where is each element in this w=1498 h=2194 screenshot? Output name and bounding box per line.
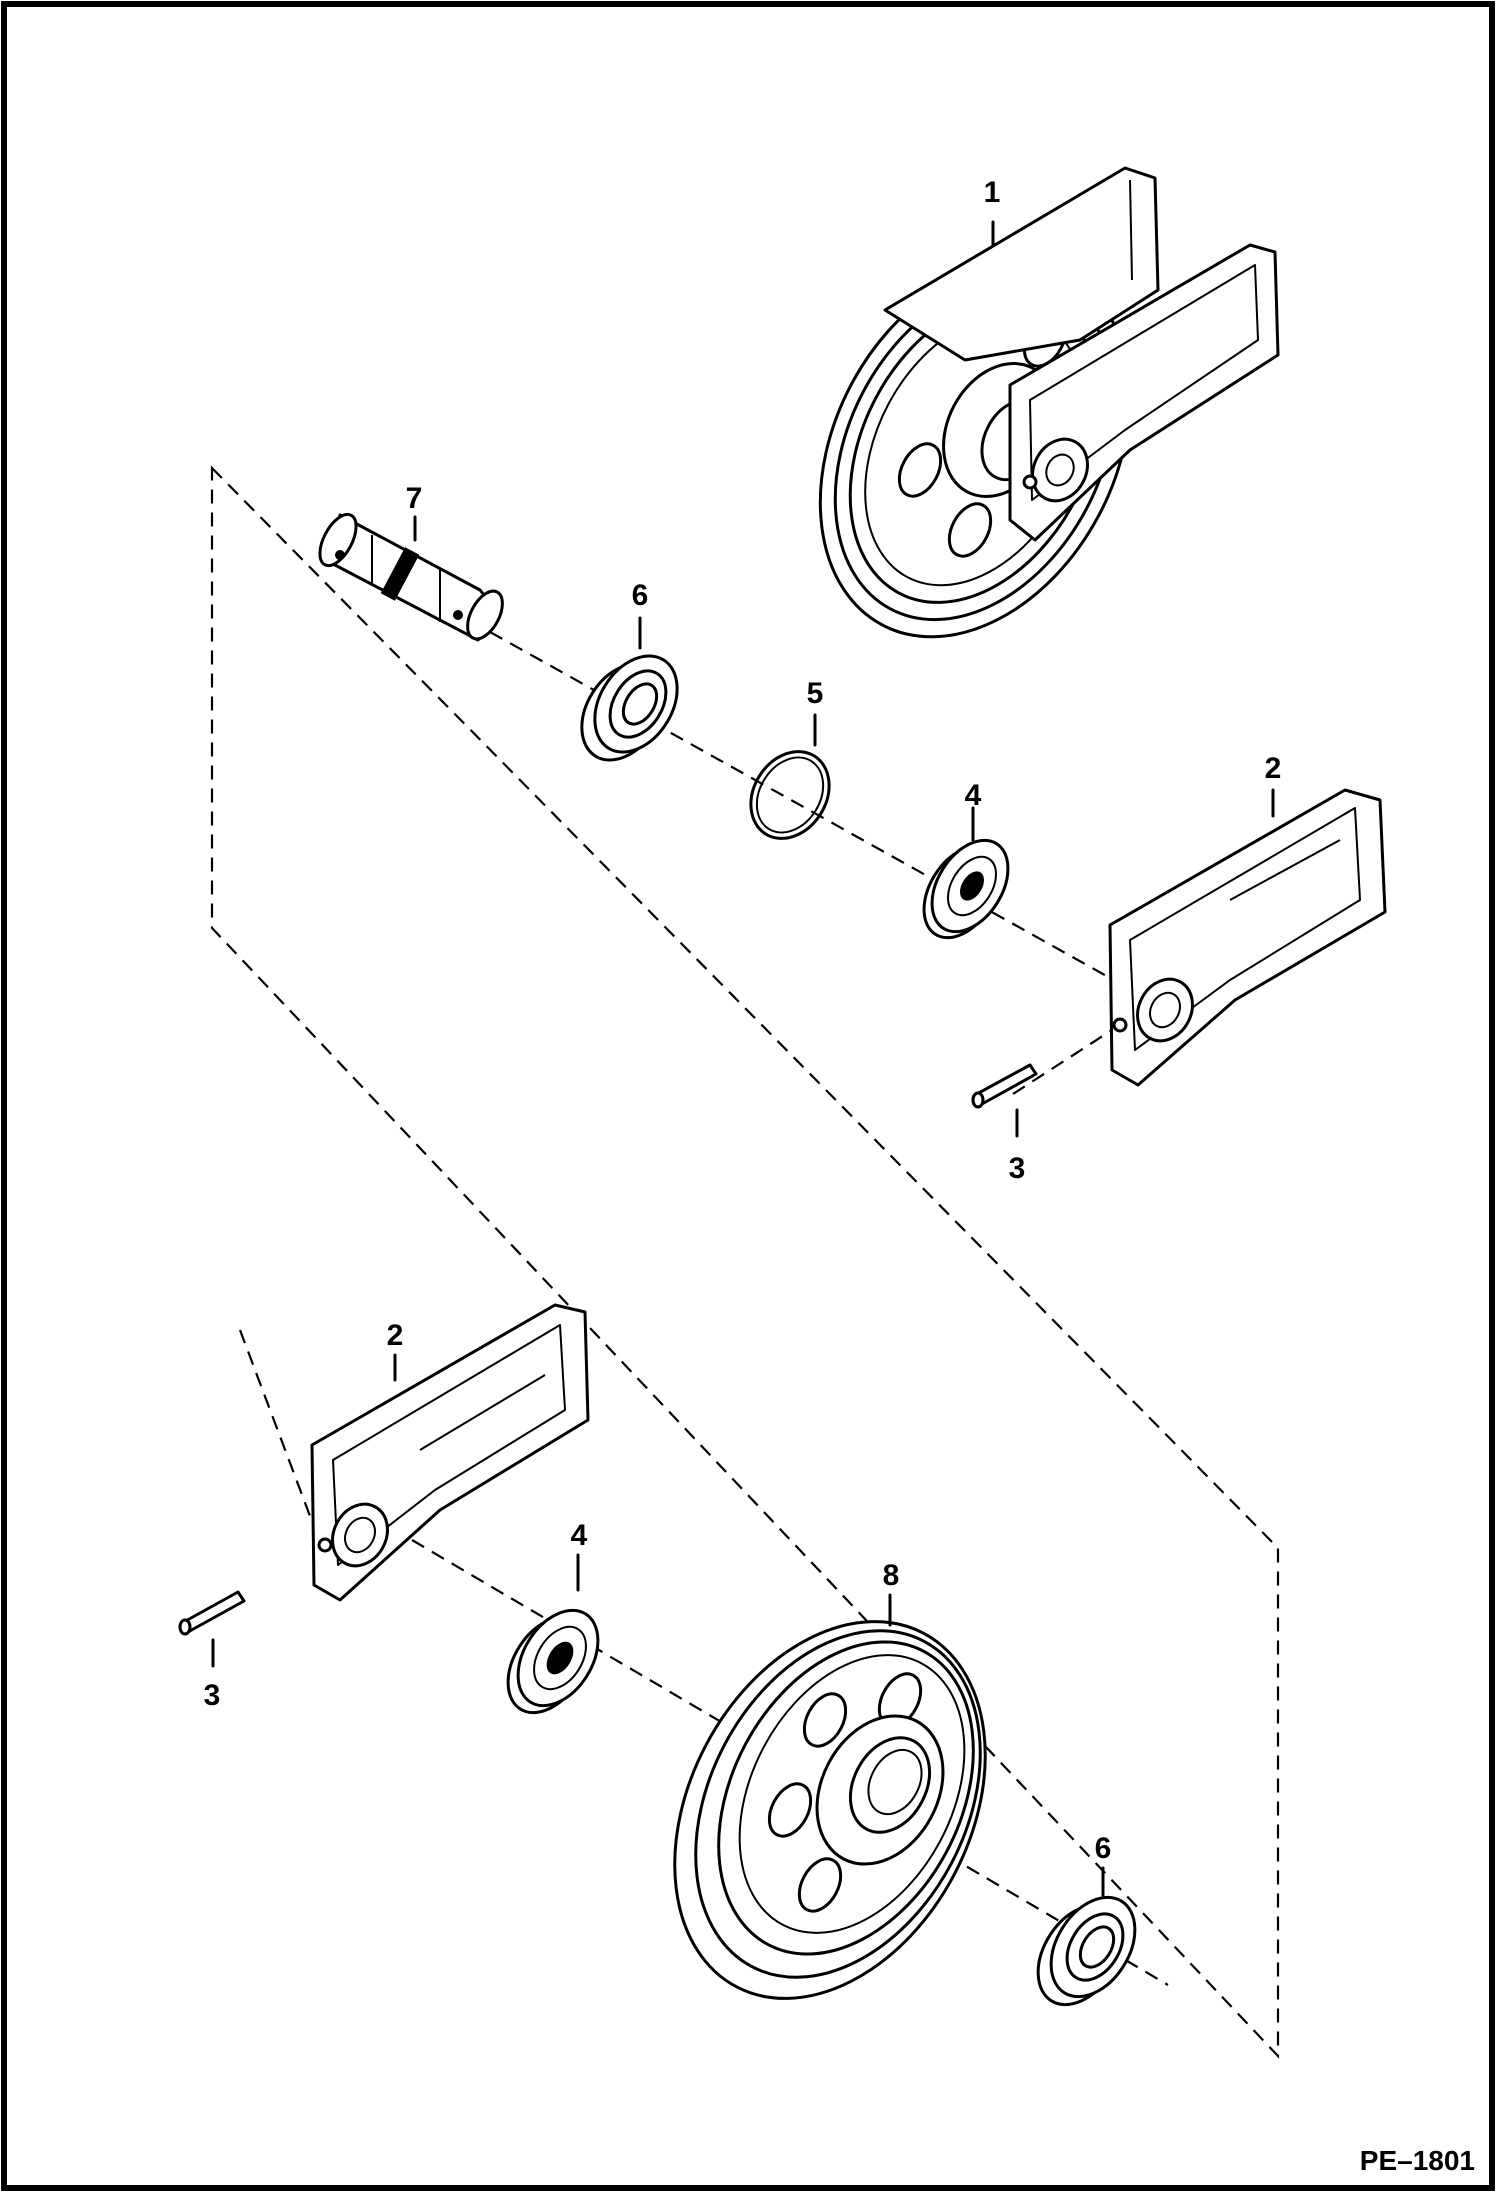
callout-shaft: 7 <box>406 482 423 515</box>
figure-code: PE–1801 <box>1360 2145 1475 2176</box>
washer-lower <box>506 1608 600 1715</box>
callout-seal-lower: 6 <box>1095 1832 1112 1865</box>
yoke-upper <box>1108 788 1387 1087</box>
callout-pin-lower: 3 <box>204 1679 221 1712</box>
callout-pin-upper: 3 <box>1009 1152 1026 1185</box>
idler-assembly <box>818 166 1280 639</box>
pin-axis-upper <box>1012 1027 1116 1095</box>
callout-yoke-upper: 2 <box>1265 752 1282 785</box>
assembly-dashed-outline <box>210 465 1280 2059</box>
idler-wheel <box>673 1620 987 2000</box>
callout-washer-upper: 4 <box>965 779 982 812</box>
washer-upper <box>922 838 1010 940</box>
callout-washer-lower: 4 <box>571 1519 588 1552</box>
seal-lower <box>1036 1895 1137 2007</box>
callout-yoke-lower: 2 <box>387 1319 404 1352</box>
shaft <box>318 512 504 642</box>
seal-upper <box>580 654 679 762</box>
callout-idler-assembly: 1 <box>984 176 1001 209</box>
yoke-lower <box>310 1303 590 1602</box>
pin-upper <box>971 1063 1038 1109</box>
leader-lines <box>211 220 1275 1897</box>
pin-lower <box>178 1590 246 1636</box>
pin-axis-lower <box>238 1329 324 1549</box>
callout-idler-wheel: 8 <box>883 1559 900 1592</box>
ring <box>749 750 831 840</box>
callout-seal-upper: 6 <box>632 579 649 612</box>
callout-ring: 5 <box>807 677 824 710</box>
